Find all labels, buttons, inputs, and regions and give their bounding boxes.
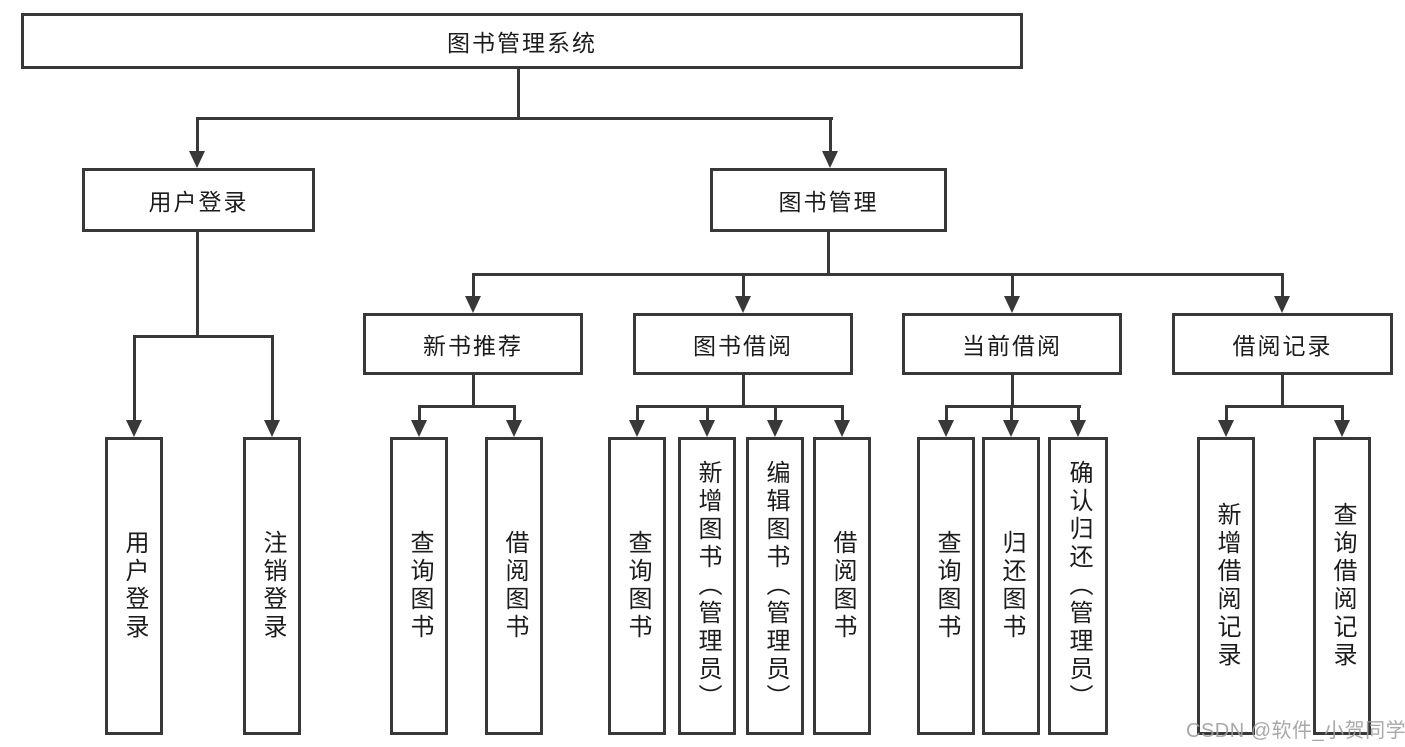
leaf-query-borrow-record: 查询借阅记录	[1313, 437, 1371, 735]
connector-line	[1225, 405, 1344, 408]
leaf-return-books: 归还图书	[982, 437, 1040, 735]
arrow-down-icon	[126, 420, 142, 437]
connector-line	[472, 273, 1284, 276]
leaf-query-books-recommend: 查询图书	[390, 437, 448, 735]
connector-line	[706, 405, 709, 421]
arrow-down-icon	[1070, 420, 1086, 437]
connector-line	[841, 405, 844, 421]
node-library-management-system: 图书管理系统	[21, 13, 1023, 69]
connector-line	[196, 232, 199, 335]
leaf-borrow-books-borrowing: 借阅图书	[813, 437, 871, 735]
connector-line	[742, 273, 745, 298]
connector-line	[196, 117, 199, 153]
arrow-down-icon	[189, 151, 205, 168]
leaf-edit-books-admin: 编辑图书（管理员）	[746, 437, 804, 735]
connector-line	[513, 405, 516, 421]
arrow-down-icon	[938, 420, 954, 437]
connector-line	[1341, 405, 1344, 421]
connector-line	[945, 405, 1081, 408]
connector-line	[742, 375, 745, 405]
arrow-down-icon	[465, 296, 481, 313]
leaf-add-borrow-record: 新增借阅记录	[1197, 437, 1255, 735]
connector-line	[1281, 273, 1284, 298]
connector-line	[829, 117, 832, 153]
connector-line	[636, 405, 844, 408]
connector-line	[636, 405, 639, 421]
arrow-down-icon	[767, 420, 783, 437]
connector-line	[1225, 405, 1228, 421]
leaf-add-books-admin: 新增图书（管理员）	[678, 437, 736, 735]
leaf-query-books-borrowing: 查询图书	[608, 437, 666, 735]
connector-line	[472, 273, 475, 298]
connector-line	[196, 117, 833, 120]
node-new-book-recommendation: 新书推荐	[363, 313, 583, 375]
node-book-borrowing: 图书借阅	[633, 313, 853, 375]
connector-line	[1011, 273, 1014, 298]
node-current-borrowing: 当前借阅	[902, 313, 1122, 375]
leaf-borrow-books-recommend: 借阅图书	[485, 437, 543, 735]
node-user-login: 用户登录	[82, 168, 315, 232]
arrow-down-icon	[1218, 420, 1234, 437]
arrow-down-icon	[1003, 420, 1019, 437]
connector-line	[418, 405, 516, 408]
arrow-down-icon	[411, 420, 427, 437]
connector-line	[1010, 405, 1013, 421]
arrow-down-icon	[506, 420, 522, 437]
connector-line	[271, 335, 274, 421]
connector-line	[1281, 375, 1284, 405]
leaf-query-books-current: 查询图书	[917, 437, 975, 735]
arrow-down-icon	[1334, 420, 1350, 437]
connector-line	[1077, 405, 1080, 421]
connector-line	[774, 405, 777, 421]
leaf-logout-login: 注销登录	[243, 437, 301, 735]
csdn-watermark: CSDN @软件_小贺同学	[1186, 720, 1405, 742]
node-book-management: 图书管理	[710, 168, 947, 232]
arrow-down-icon	[629, 420, 645, 437]
connector-line	[133, 335, 136, 421]
connector-line	[827, 232, 830, 273]
arrow-down-icon	[1004, 296, 1020, 313]
leaf-user-login: 用户登录	[105, 437, 163, 735]
arrow-down-icon	[822, 151, 838, 168]
connector-line	[1011, 375, 1014, 405]
connector-line	[418, 405, 421, 421]
arrow-down-icon	[1274, 296, 1290, 313]
connector-line	[472, 375, 475, 405]
leaf-confirm-return-admin: 确认归还（管理员）	[1048, 437, 1108, 735]
arrow-down-icon	[834, 420, 850, 437]
node-borrowing-records: 借阅记录	[1172, 313, 1393, 375]
arrow-down-icon	[264, 420, 280, 437]
arrow-down-icon	[699, 420, 715, 437]
connector-line	[517, 69, 520, 119]
arrow-down-icon	[735, 296, 751, 313]
connector-line	[133, 335, 274, 338]
connector-line	[945, 405, 948, 421]
